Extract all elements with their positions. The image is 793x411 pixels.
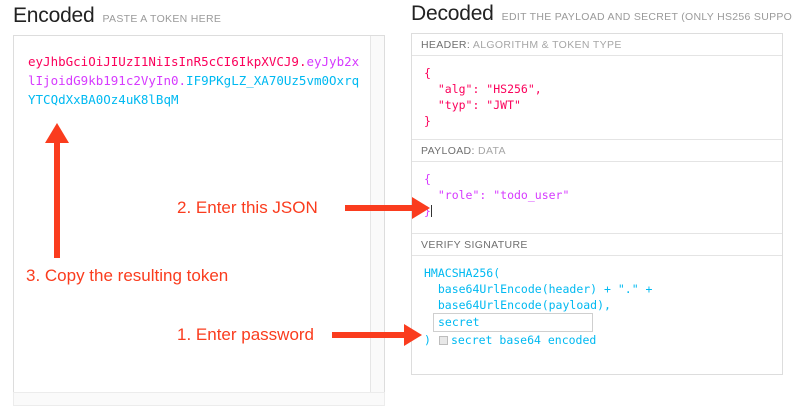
decoded-heading: Decoded EDIT THE PAYLOAD AND SECRET (ONL… (411, 2, 793, 26)
decoded-title: Decoded (411, 2, 494, 25)
annotation-step3-text: 3. Copy the resulting token (26, 266, 229, 285)
header-json-editor[interactable]: { "alg": "HS256", "typ": "JWT" } (412, 56, 782, 140)
encoded-token-text[interactable]: eyJhbGciOiJIUzI1NiIsInR5cCI6IkpXVCJ9.eyJ… (28, 52, 363, 109)
annotation-step1-text: 1. Enter password (177, 325, 315, 344)
annotation-step2-arrow (345, 197, 430, 219)
header-section-label: HEADER: ALGORITHM & TOKEN TYPE (412, 34, 782, 56)
token-payload-segment: eyJyb2xlIjoidG9kb191c2VyIn0 (28, 54, 360, 88)
signature-label-strong: VERIFY SIGNATURE (421, 239, 528, 251)
encoded-heading: Encoded PASTE A TOKEN HERE (13, 4, 221, 28)
encoded-token-panel[interactable]: eyJhbGciOiJIUzI1NiIsInR5cCI6IkpXVCJ9.eyJ… (13, 35, 385, 398)
encoded-horizontal-scrollbar[interactable] (13, 392, 385, 406)
token-header-segment: eyJhbGciOiJIUzI1NiIsInR5cCI6IkpXVCJ9 (28, 54, 299, 69)
encoded-subtitle: PASTE A TOKEN HERE (102, 13, 222, 25)
signature-editor: HMACSHA256( base64UrlEncode(header) + ".… (412, 256, 782, 374)
signature-line-1: HMACSHA256( (424, 266, 501, 280)
decoded-subtitle: EDIT THE PAYLOAD AND SECRET (ONLY HS256 … (501, 11, 793, 23)
signature-section-label: VERIFY SIGNATURE (412, 234, 782, 256)
payload-line-2: "role": "todo_user" (424, 188, 570, 202)
encoded-vertical-scrollbar[interactable] (370, 36, 384, 397)
payload-label-rest: DATA (478, 145, 506, 157)
annotation-step1-arrow (332, 324, 422, 346)
token-dot-2: . (178, 73, 187, 88)
base64-checkbox-label: secret base64 encoded (450, 333, 597, 347)
payload-label-strong: PAYLOAD: (421, 145, 475, 157)
header-label-rest: ALGORITHM & TOKEN TYPE (472, 39, 622, 51)
annotation-step3-arrow (45, 123, 69, 258)
token-dot-1: . (298, 54, 307, 69)
header-json-text: { "alg": "HS256", "typ": "JWT" } (424, 66, 542, 128)
base64-encoded-checkbox[interactable] (438, 336, 448, 345)
token-signature-segment: IF9PKgLZ_XA70Uz5vm0OxrqYTCQdXxBA0Oz4uK8l… (28, 73, 360, 107)
signature-line-2: base64UrlEncode(header) + "." + (424, 282, 653, 296)
header-label-strong: HEADER: (421, 39, 471, 51)
signature-line-3: base64UrlEncode(payload), (424, 298, 611, 312)
payload-line-1: { (424, 172, 431, 186)
secret-input[interactable]: secret (433, 313, 593, 332)
encoded-title: Encoded (13, 4, 95, 27)
signature-close-paren: ) (424, 333, 431, 347)
payload-json-editor[interactable]: { "role": "todo_user" } (412, 162, 782, 234)
decoded-panel: HEADER: ALGORITHM & TOKEN TYPE { "alg": … (411, 33, 783, 375)
annotation-step2-text: 2. Enter this JSON (177, 198, 318, 217)
payload-section-label: PAYLOAD: DATA (412, 140, 782, 162)
text-caret (430, 205, 432, 217)
